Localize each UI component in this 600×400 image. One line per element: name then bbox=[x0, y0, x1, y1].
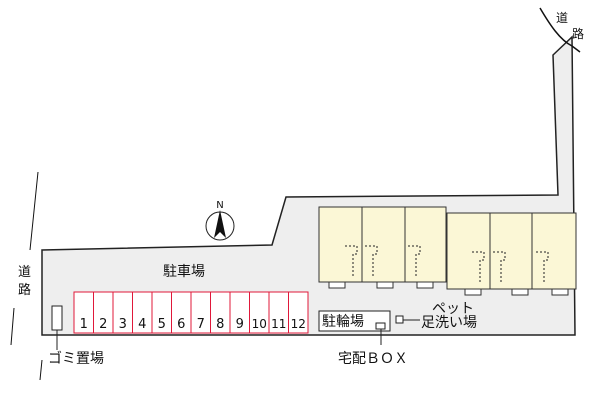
parking-space-label-6: 6 bbox=[177, 317, 185, 332]
parking-space-label-8: 8 bbox=[216, 317, 224, 332]
parking-space-label-1: 1 bbox=[80, 317, 88, 332]
building-right bbox=[446, 212, 577, 290]
road-top-label-1: 道 bbox=[556, 11, 568, 25]
road-left-line-3 bbox=[39, 359, 43, 381]
parking-space-label-3: 3 bbox=[119, 317, 127, 332]
pet-label: ペット bbox=[432, 301, 474, 317]
parking-space-12 bbox=[288, 291, 309, 334]
parking-space-label-2: 2 bbox=[99, 317, 107, 332]
garbage-area bbox=[51, 305, 63, 331]
bicycle-parking-label: 駐輪場 bbox=[322, 313, 364, 330]
road-left-line-1 bbox=[29, 171, 39, 251]
lot-area bbox=[41, 35, 576, 336]
entrance-paths bbox=[345, 245, 549, 282]
delivery-box-marker bbox=[375, 322, 386, 330]
road-left-label-1: 道 bbox=[18, 265, 31, 280]
bicycle-parking-area bbox=[318, 310, 391, 332]
road-top-label-2: 路 bbox=[572, 26, 584, 41]
road-top-curve bbox=[539, 7, 573, 47]
parking-space-label-9: 9 bbox=[236, 317, 244, 332]
parking-space-label-4: 4 bbox=[138, 317, 146, 332]
road-left-label-2: 路 bbox=[18, 282, 31, 298]
parking-space-label-10: 10 bbox=[252, 317, 267, 331]
foot-wash-label: 足洗い場 bbox=[421, 315, 477, 331]
entrance-steps bbox=[328, 281, 569, 296]
parking-space-label-7: 7 bbox=[197, 317, 205, 332]
foot-wash-marker bbox=[395, 315, 404, 324]
road-top-edge bbox=[571, 45, 581, 53]
north-arrow bbox=[205, 210, 235, 241]
parking-space-label-12: 12 bbox=[291, 317, 306, 331]
road-left-line-2 bbox=[10, 307, 15, 346]
delivery-box-label: 宅配ＢＯＸ bbox=[338, 351, 408, 367]
parking-label: 駐車場 bbox=[163, 263, 205, 280]
garbage-label: ゴミ置場 bbox=[48, 350, 104, 367]
north-label: N bbox=[216, 200, 223, 211]
parking-space-label-5: 5 bbox=[158, 317, 166, 332]
parking-space-label-11: 11 bbox=[271, 317, 286, 331]
building-left bbox=[318, 206, 447, 283]
